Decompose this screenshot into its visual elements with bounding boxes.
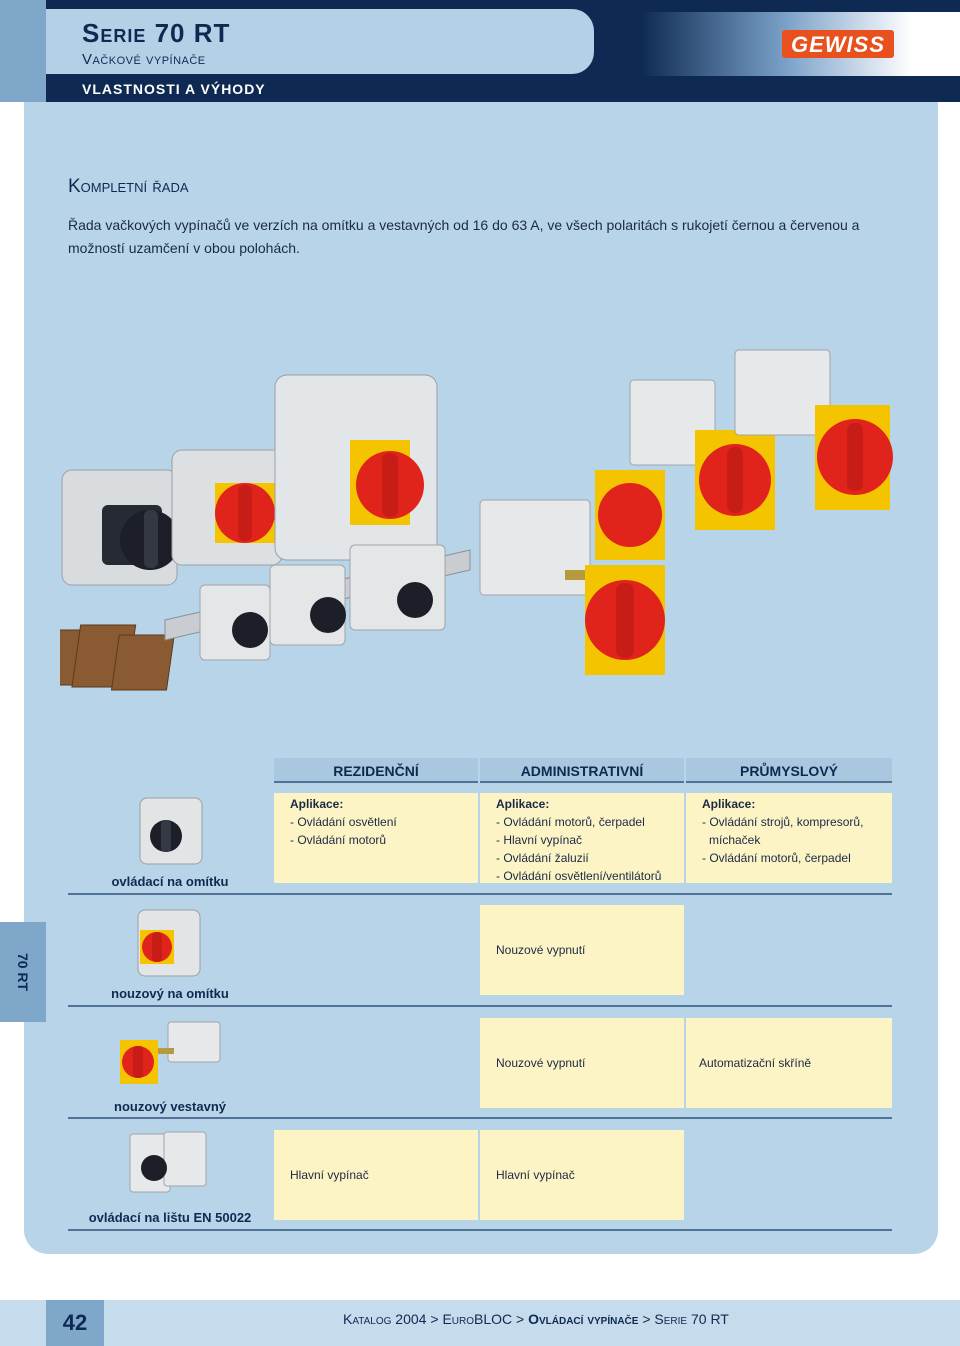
row-3-label: nouzový vestavný <box>114 1099 226 1114</box>
breadcrumb-separator: > <box>516 1311 525 1327</box>
side-tab: 70 RT <box>0 922 46 1022</box>
cell-line: - Ovládání motorů, čerpadel <box>702 851 851 865</box>
breadcrumb-item[interactable]: EuroBLOC <box>442 1311 513 1327</box>
gewiss-logo: GEWISS <box>782 30 894 58</box>
page-number-box <box>46 1300 104 1346</box>
panel-switch-front-2 <box>595 470 665 560</box>
row-4-cell-residential: Hlavní vypínač <box>274 1130 478 1220</box>
section-title: Kompletní řada <box>68 176 189 197</box>
series-title: Serie 70 RT <box>82 18 231 48</box>
modular-switch-2 <box>269 564 346 646</box>
panel-switch-base-3 <box>734 349 831 436</box>
cell-heading: Aplikace: <box>702 797 756 811</box>
panel-switch-front-4 <box>815 405 893 510</box>
row-4-product-image <box>128 1130 208 1201</box>
panel-switch-front-1 <box>585 565 665 675</box>
row-3-cell-administrative: Nouzové vypnutí <box>480 1018 684 1108</box>
brand-text: GEWISS <box>791 32 885 57</box>
row-4-cell-administrative: Hlavní vypínač <box>480 1130 684 1220</box>
row-2-divider <box>68 1005 892 1007</box>
row-2-cell-administrative: Nouzové vypnutí <box>480 905 684 995</box>
breadcrumb-item[interactable]: Katalog 2004 <box>343 1311 427 1327</box>
cell-heading: Aplikace: <box>496 797 550 811</box>
page-number: 42 <box>62 1310 88 1335</box>
footer-band <box>0 1300 960 1346</box>
surface-box-red-large <box>274 374 438 561</box>
cell-line: - Ovládání strojů, kompresorů, <box>702 815 864 829</box>
series-subtitle: Vačkové vypínače <box>82 51 206 68</box>
breadcrumb-item-current-section[interactable]: Ovládací vypínače <box>528 1311 639 1327</box>
modular-switch-3 <box>349 544 446 631</box>
cell-line: - Ovládání motorů <box>290 833 387 847</box>
row-1-cell-administrative: Aplikace: - Ovládání motorů, čerpadel - … <box>480 793 684 883</box>
cell-line: - Ovládání osvětlení/ventilátorů <box>496 869 662 883</box>
row-1-product-image <box>138 796 204 871</box>
panel-switch-front-3 <box>695 430 775 530</box>
row-2-label: nouzový na omítku <box>111 986 229 1001</box>
intro-paragraph: Řada vačkových vypínačů ve verzích na om… <box>68 217 860 256</box>
row-1-divider <box>68 893 892 895</box>
breadcrumb: Katalog 2004 > EuroBLOC > Ovládací vypín… <box>343 1311 729 1327</box>
row-2-product-image <box>136 908 202 983</box>
panel-switch-base-1 <box>479 499 595 596</box>
row-3-product-image <box>118 1018 224 1093</box>
mounting-brackets <box>60 624 175 691</box>
row-3-divider <box>68 1117 892 1119</box>
cell-line: - Hlavní vypínač <box>496 833 583 847</box>
row-3-cell-industrial: Automatizační skříně <box>686 1018 892 1108</box>
modular-switch-1 <box>199 584 271 661</box>
product-range-illustration <box>60 349 893 691</box>
row-1-cell-industrial: Aplikace: - Ovládání strojů, kompresorů,… <box>686 793 892 883</box>
panel-switch-base-2 <box>629 379 716 466</box>
title-tab <box>46 9 594 74</box>
column-header-industrial: PRŮMYSLOVÝ <box>686 758 892 783</box>
column-header-residential: REZIDENČNÍ <box>274 758 478 783</box>
cell-line: - Ovládání motorů, čerpadel <box>496 815 645 829</box>
breadcrumb-separator: > <box>430 1311 439 1327</box>
cell-line: míchaček <box>709 833 761 847</box>
side-tab-label: 70 RT <box>15 952 31 992</box>
row-1-cell-residential: Aplikace: - Ovládání osvětlení - Ovládán… <box>274 793 478 883</box>
breadcrumb-separator: > <box>642 1311 651 1327</box>
header-left-strip <box>0 0 46 102</box>
cell-line: - Ovládání žaluzií <box>496 851 589 865</box>
row-1-label: ovládací na omítku <box>111 874 229 889</box>
column-header-administrative: ADMINISTRATIVNÍ <box>480 758 684 783</box>
cell-heading: Aplikace: <box>290 797 344 811</box>
surface-box-black <box>61 469 180 586</box>
row-4-label: ovládací na lištu EN 50022 <box>88 1210 252 1225</box>
section-nav: VLASTNOSTI A VÝHODY <box>82 81 266 97</box>
breadcrumb-item[interactable]: Serie 70 RT <box>654 1311 729 1327</box>
cell-line: - Ovládání osvětlení <box>290 815 397 829</box>
row-4-divider <box>68 1229 892 1231</box>
surface-box-red-small <box>171 449 283 566</box>
